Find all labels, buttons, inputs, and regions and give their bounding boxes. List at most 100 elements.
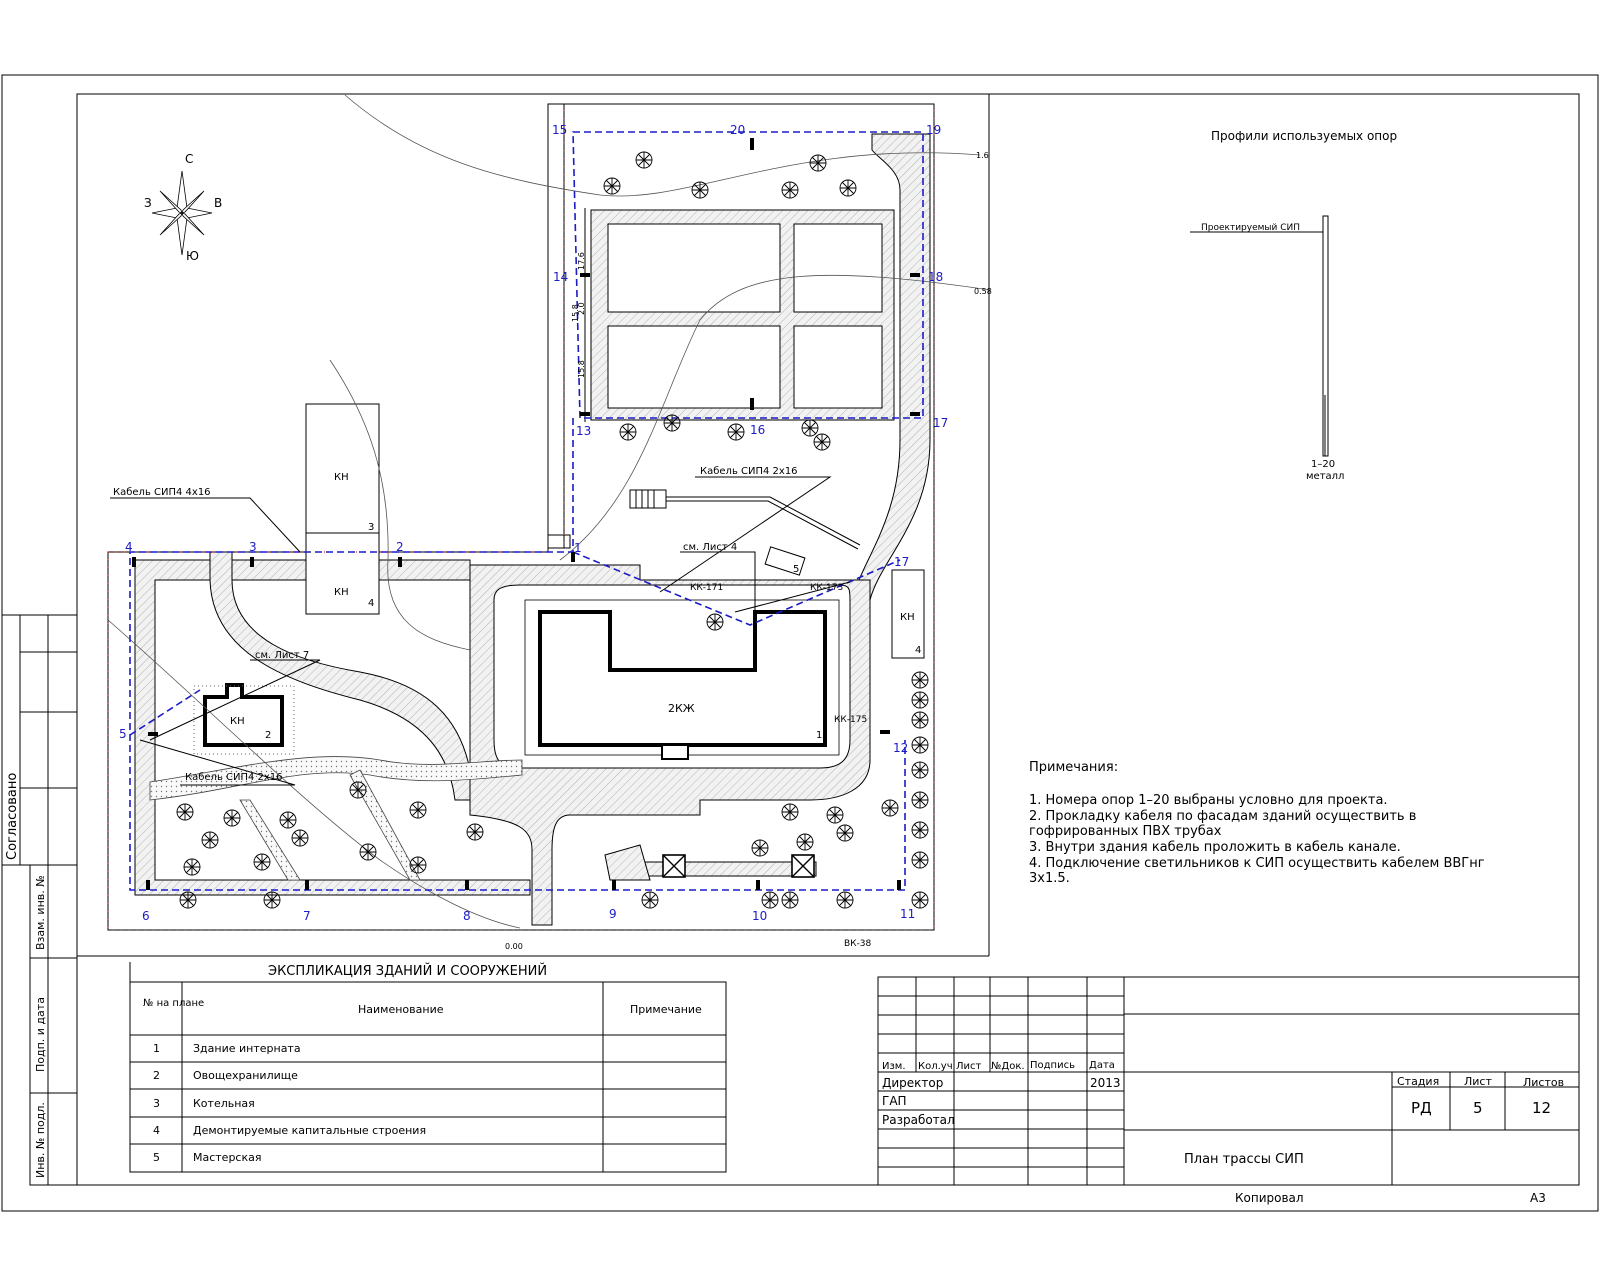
tb-sheet-header: Лист	[1464, 1075, 1492, 1088]
pole-number: 17	[894, 555, 909, 569]
dim-158b: 15.8	[577, 360, 586, 378]
kn-top-label: КН	[334, 472, 349, 483]
pole-number: 11	[900, 907, 915, 921]
main-building-label: 2КЖ	[668, 702, 695, 715]
site-boundary	[107, 103, 935, 931]
pole-number: 2	[396, 540, 404, 554]
row-num: 2	[153, 1069, 160, 1082]
pole-number: 15	[552, 123, 567, 137]
col-name-header: Наименование	[358, 1003, 444, 1016]
pole-material: металл	[1306, 471, 1344, 482]
pole-number: 17	[933, 416, 948, 430]
dim-158a: 15.8	[571, 304, 580, 322]
kn-left-number: 2	[265, 730, 271, 741]
pole-number: 6	[142, 909, 150, 923]
sip-route-north	[572, 131, 924, 419]
tb-gap: ГАП	[882, 1094, 907, 1108]
pole-number: 12	[893, 741, 908, 755]
note-line: 4. Подключение светильников к СИП осущес…	[1029, 856, 1485, 871]
kn-right-building	[891, 569, 925, 659]
drawing-title: План трассы СИП	[1184, 1152, 1304, 1167]
explication-table-grid	[129, 962, 727, 1173]
col-num-header-text: № на плане	[143, 998, 204, 1009]
cable-4x16-label: Кабель СИП4 4х16	[113, 487, 211, 498]
tb-sheets: 12	[1532, 1099, 1551, 1117]
see-sheet-7: см. Лист 7	[255, 650, 309, 661]
pole-number: 16	[750, 423, 765, 437]
pole-number: 3	[249, 540, 257, 554]
kn-right-label: КН	[900, 612, 915, 623]
pole-number: 18	[928, 270, 943, 284]
format-label: А3	[1530, 1191, 1546, 1205]
fence	[107, 110, 935, 931]
pole-number: 20	[730, 123, 745, 137]
east-driveway	[851, 133, 931, 601]
side-stamp-grid	[1, 614, 78, 1186]
row-name: Демонтируемые капитальные строения	[193, 1124, 426, 1137]
tb-list: Лист	[956, 1061, 982, 1072]
pole-number: 14	[553, 270, 568, 284]
col-note-header: Примечание	[630, 1003, 702, 1016]
note-line: 1. Номера опор 1–20 выбраны условно для …	[1029, 793, 1388, 808]
tb-developer: Разработал	[882, 1113, 955, 1127]
explication-title: ЭКСПЛИКАЦИЯ ЗДАНИЙ И СООРУЖЕНИЙ	[268, 963, 547, 979]
tb-year: 2013	[1090, 1076, 1121, 1090]
notes-title: Примечания:	[1029, 760, 1118, 775]
kn-mid-number: 4	[368, 598, 374, 609]
tb-izm: Изм.	[882, 1061, 906, 1072]
side-agreed: Согласовано	[5, 773, 20, 860]
pole-number: 9	[609, 907, 617, 921]
workshop-number: 5	[793, 564, 799, 575]
pole-number: 7	[303, 909, 311, 923]
side-sign-date: Подп. и дата	[34, 997, 47, 1072]
row-name: Овощехранилище	[193, 1069, 298, 1082]
kk175-label: КК-175	[834, 715, 867, 725]
tb-sheet: 5	[1473, 1099, 1483, 1117]
compass-north: С	[185, 152, 193, 166]
tb-director: Директор	[882, 1076, 943, 1090]
note-line: гофрированных ПВХ трубах	[1029, 824, 1222, 839]
kk171-label: КК-171	[690, 583, 723, 593]
cable-2x16-left-label: Кабель СИП4 2х16	[185, 772, 283, 783]
compass-south: Ю	[186, 249, 199, 263]
compass-rose	[151, 170, 213, 256]
copied-label: Копировал	[1235, 1191, 1304, 1205]
gravel-path	[149, 756, 523, 801]
pole-markers	[132, 138, 920, 890]
main-building-number: 1	[816, 730, 822, 741]
tb-sheets-header: Листов	[1523, 1076, 1564, 1089]
kn-mid-label: КН	[334, 587, 349, 598]
sip-route-south	[129, 418, 906, 891]
pole-number: 10	[752, 909, 767, 923]
cable-2x16-top-label: Кабель СИП4 2х16	[700, 466, 798, 477]
kn-top-number: 3	[368, 522, 374, 533]
compass-west: З	[144, 196, 152, 210]
note-line: 3х1.5.	[1029, 871, 1070, 886]
workshop	[764, 546, 806, 576]
note-line: 3. Внутри здания кабель проложить в кабе…	[1029, 840, 1401, 855]
elev-16: 1.6	[976, 151, 989, 160]
pole-range: 1–20	[1311, 459, 1335, 470]
side-inv-replace: Взам. инв. №	[34, 875, 47, 950]
pole-number: 13	[576, 424, 591, 438]
row-name: Здание интерната	[193, 1042, 301, 1055]
tb-stage-header: Стадия	[1397, 1075, 1439, 1088]
row-num: 1	[153, 1042, 160, 1055]
side-inv-orig: Инв. № подл.	[34, 1102, 47, 1178]
compass-east: В	[214, 196, 222, 210]
note-line: 2. Прокладку кабеля по фасадам зданий ос…	[1029, 809, 1416, 824]
row-name: Котельная	[193, 1097, 255, 1110]
pole-number: 4	[125, 540, 133, 554]
sip-label: Проектируемый СИП	[1201, 223, 1300, 233]
dim-176: 17.6	[577, 252, 586, 270]
pole-number: 19	[926, 123, 941, 137]
site-plan	[107, 94, 1326, 931]
pole-profile	[1322, 215, 1329, 457]
pole-number: 1	[574, 541, 582, 555]
pole-number: 5	[119, 727, 127, 741]
kn-right-number: 4	[915, 645, 921, 656]
row-name: Мастерская	[193, 1151, 262, 1164]
row-num: 5	[153, 1151, 160, 1164]
tb-podp: Подпись	[1030, 1060, 1075, 1071]
